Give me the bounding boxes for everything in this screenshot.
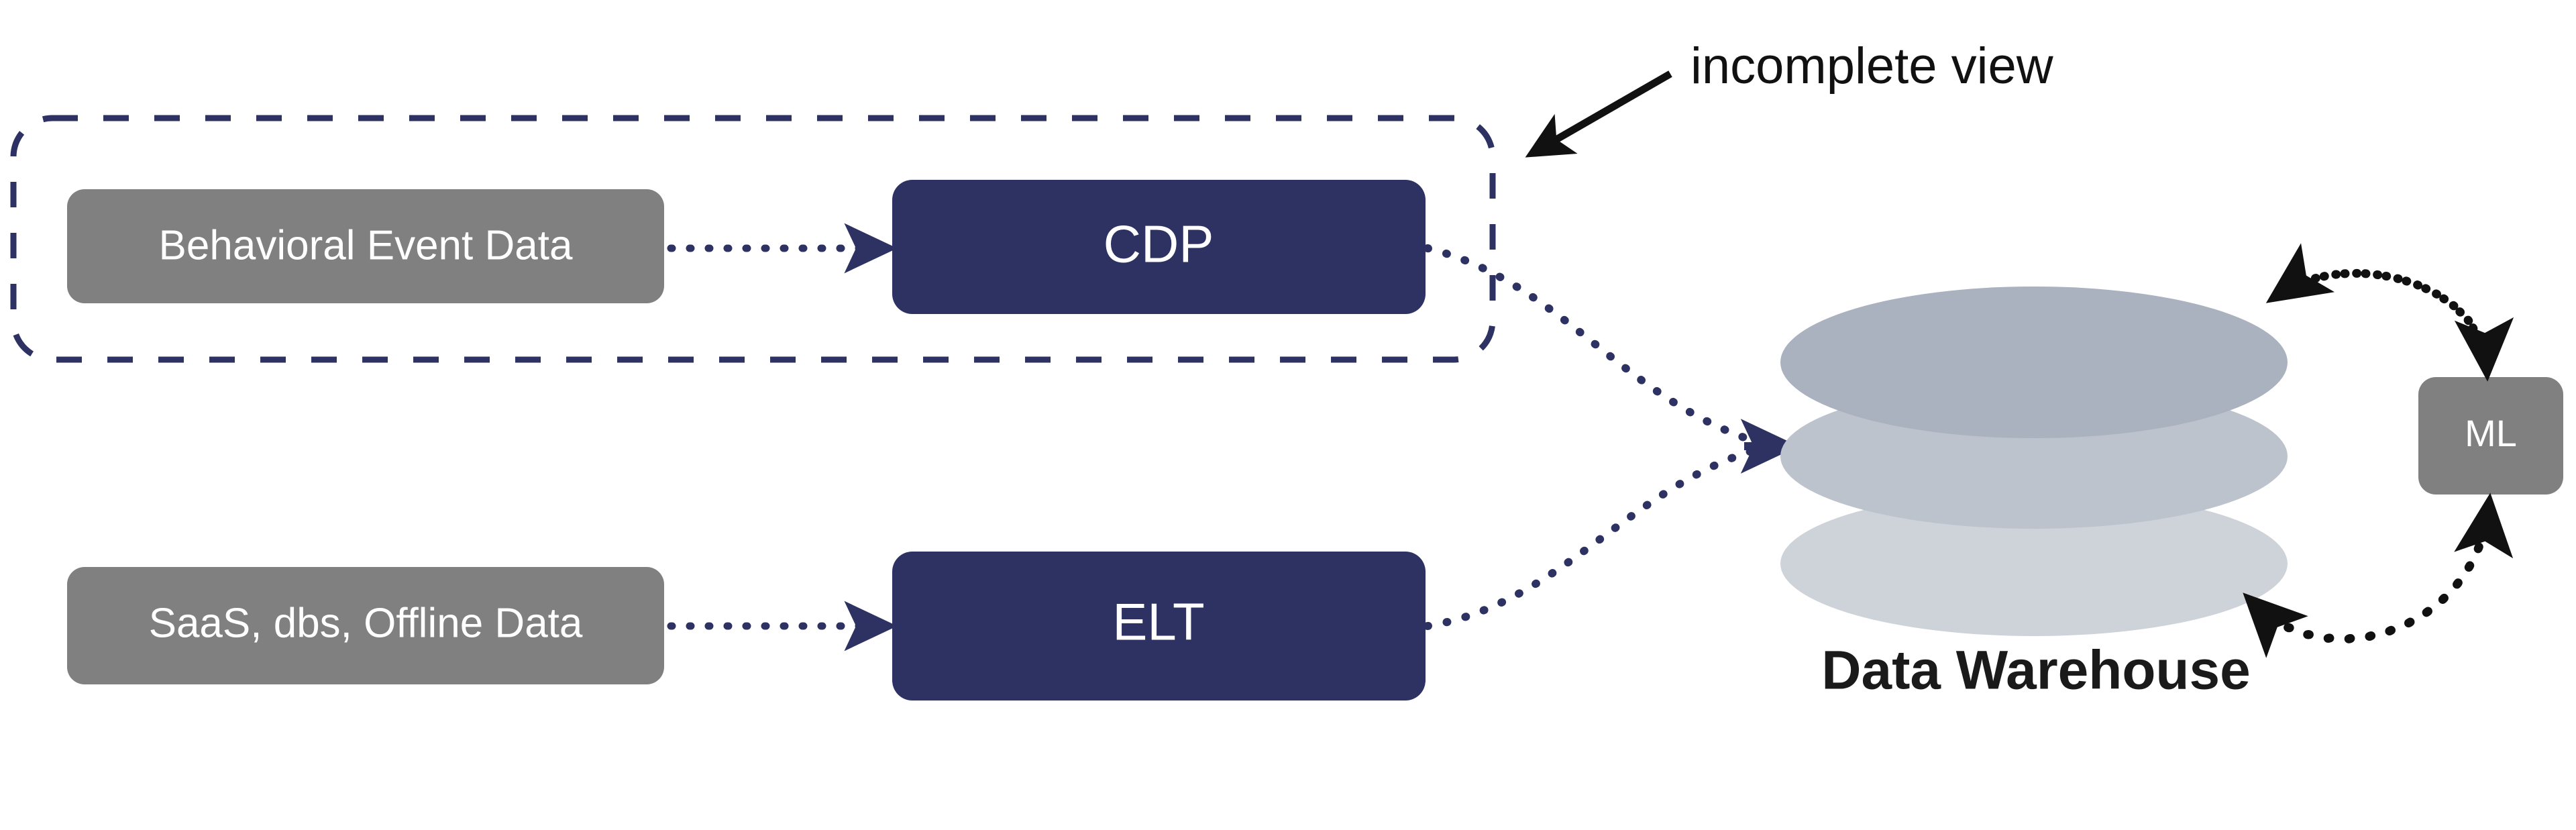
warehouse-disc-bottom xyxy=(1780,491,2288,636)
edge-ml-to-warehouse-bottom xyxy=(2243,502,2493,658)
edge-warehouse-to-ml-top xyxy=(2273,268,2514,382)
node-elt[interactable] xyxy=(892,552,1426,701)
incomplete-view-group-border xyxy=(10,115,1496,363)
node-saas-dbs-offline-data[interactable] xyxy=(67,567,664,684)
edge-elt-to-warehouse xyxy=(1424,443,1770,630)
edge-ml-to-warehouse-top xyxy=(2265,243,2490,372)
node-behavioral-event-data[interactable] xyxy=(67,189,664,303)
node-saas-dbs-offline-data-label: SaaS, dbs, Offline Data xyxy=(149,600,583,646)
warehouse-disc-top xyxy=(1780,287,2288,438)
annotation-arrow xyxy=(1525,70,1672,158)
node-cdp[interactable] xyxy=(892,180,1426,314)
node-ml-label: ML xyxy=(2465,412,2517,454)
node-cdp-label: CDP xyxy=(1104,215,1214,274)
warehouse-caption: Data Warehouse xyxy=(1821,640,2250,701)
annotation-label: incomplete view xyxy=(1690,38,2054,95)
edge-warehouse-to-ml-bottom xyxy=(2249,492,2514,643)
edge-cdp-to-warehouse xyxy=(1424,244,1768,448)
node-behavioral-event-data-label: Behavioral Event Data xyxy=(159,222,573,268)
node-elt-label: ELT xyxy=(1112,592,1204,652)
node-ml[interactable] xyxy=(2418,377,2563,495)
